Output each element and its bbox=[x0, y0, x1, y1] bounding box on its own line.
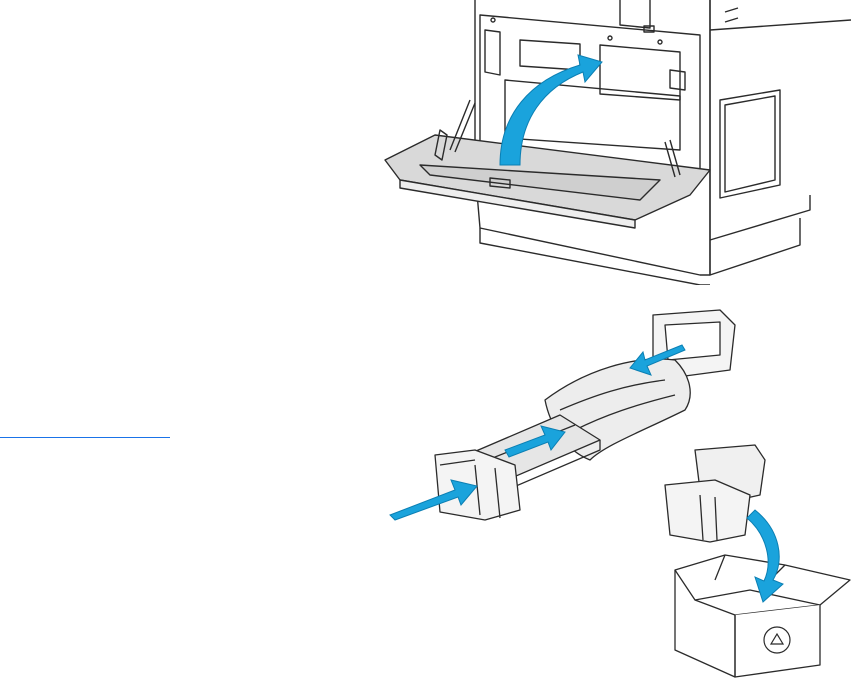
curved-up-arrow-icon bbox=[500, 55, 602, 165]
printer-front-door-illustration bbox=[380, 0, 851, 285]
link-underline[interactable] bbox=[0, 437, 170, 438]
recycle-box-illustration bbox=[655, 440, 851, 679]
down-curved-arrow-icon bbox=[747, 510, 783, 602]
